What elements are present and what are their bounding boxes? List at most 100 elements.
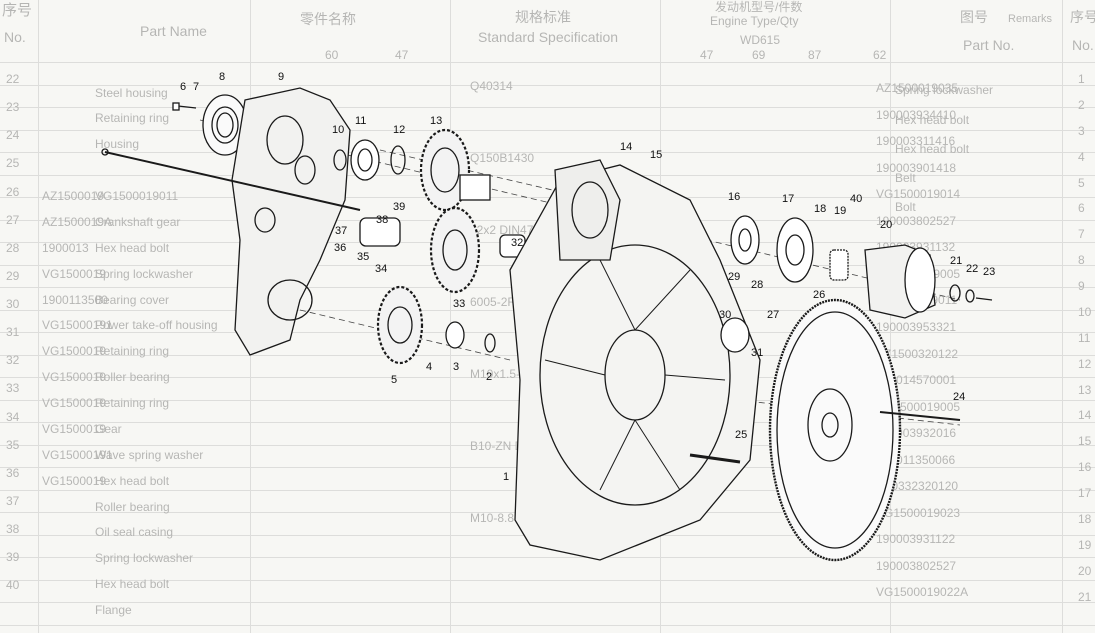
callout-38: 38 xyxy=(376,214,388,226)
part-code: AZ1500019A xyxy=(42,214,113,229)
part-code: VG1500019 xyxy=(42,396,107,410)
part-name-en: Hex head bolt xyxy=(95,473,170,488)
part-code: 1900113500 xyxy=(42,292,108,307)
callout-25: 25 xyxy=(735,429,747,441)
callout-16: 16 xyxy=(728,191,740,203)
header-part-no-en: Part No. xyxy=(963,37,1015,53)
part-name-right: Bolt xyxy=(895,200,916,215)
row-number-left: 22 xyxy=(6,72,20,86)
callout-21: 21 xyxy=(950,255,962,267)
header-col-47: 47 xyxy=(395,48,409,62)
part-name-en: Bearing cover xyxy=(95,292,170,307)
row-number-left: 39 xyxy=(6,550,20,565)
callout-5: 5 xyxy=(391,374,397,386)
callout-30: 30 xyxy=(719,309,731,321)
header-standard-en: Standard Specification xyxy=(478,29,619,45)
header-standard-cn: 规格标准 xyxy=(515,9,571,25)
callout-14: 14 xyxy=(620,141,632,153)
row-number-left: 30 xyxy=(6,297,20,311)
part-name-en: Oil seal casing xyxy=(95,525,174,540)
header-part-name-cn: 零件名称 xyxy=(300,11,356,27)
callout-15: 15 xyxy=(650,149,662,161)
row-number-right: 15 xyxy=(1078,434,1092,449)
row-number-left: 25 xyxy=(6,156,20,171)
part-number: 190003953321 xyxy=(876,319,957,334)
part-name-en: Spring lockwasher xyxy=(95,551,194,566)
header-part-name-en: Part Name xyxy=(140,23,207,39)
standard-spec: Q40314 xyxy=(470,78,513,93)
part-name-en: Hex head bolt xyxy=(95,577,170,592)
callout-2: 2 xyxy=(486,371,492,383)
part-number: 190003311416 xyxy=(876,134,956,149)
callout-10: 10 xyxy=(332,124,344,136)
part-8-seal-plate xyxy=(202,94,248,156)
header-qty-col-4: 47 xyxy=(700,48,714,62)
part-number: VG1500019022A xyxy=(876,585,969,600)
row-number-right: 5 xyxy=(1078,175,1085,190)
row-number-right: 10 xyxy=(1078,304,1092,319)
callout-7: 7 xyxy=(193,81,199,93)
header-part-no-cn: 图号 xyxy=(960,9,988,25)
callout-27: 27 xyxy=(767,309,779,321)
part-code: AZ1500019 xyxy=(42,189,105,203)
part-33-gear xyxy=(429,206,481,294)
callout-39: 39 xyxy=(393,201,405,213)
callout-36: 36 xyxy=(334,242,346,254)
row-number-left: 31 xyxy=(6,325,20,340)
row-number-right: 6 xyxy=(1078,201,1085,216)
part-9-timing-cover xyxy=(231,87,351,356)
row-number-left: 29 xyxy=(6,268,20,283)
callout-24: 24 xyxy=(953,391,965,403)
row-number-right: 20 xyxy=(1078,563,1092,578)
callout-12: 12 xyxy=(393,124,405,136)
part-number: 190003901418 xyxy=(876,160,957,175)
header-seq-cn-right: 序号 xyxy=(1070,9,1095,25)
callout-28: 28 xyxy=(751,279,763,291)
part-name-en: Spring lockwasher xyxy=(95,266,194,281)
standard-spec: 62x2 DIN472 xyxy=(470,222,541,237)
callout-20: 20 xyxy=(880,219,892,231)
header-remarks: Remarks xyxy=(1008,13,1053,25)
part-number: VG1500019014 xyxy=(876,187,961,202)
part-number: 190003931122 xyxy=(876,532,956,547)
table-header: 序号 No. Part Name 零件名称 60 47 规格标准 Standar… xyxy=(0,0,1095,63)
part-code: VG1500019 xyxy=(42,421,107,436)
part-number: AZ0332320120 xyxy=(876,479,959,494)
row-number-left: 38 xyxy=(6,522,20,536)
part-name-en: Flange xyxy=(95,603,132,617)
row-number-right: 21 xyxy=(1078,589,1092,604)
header-col-60: 60 xyxy=(325,48,339,62)
callout-31: 31 xyxy=(751,347,763,359)
part-code: 1900013 xyxy=(42,240,89,255)
header-seq-cn: 序号 xyxy=(2,2,33,19)
part-code: VG15000191 xyxy=(42,318,113,333)
row-number-left: 27 xyxy=(6,212,20,227)
callout-18: 18 xyxy=(814,203,826,215)
row-number-left: 32 xyxy=(6,353,20,368)
row-number-right: 7 xyxy=(1078,227,1085,242)
part-name-right: Hex head bolt xyxy=(895,141,970,156)
part-name-en: VG1500019011 xyxy=(95,189,179,203)
part-name-right: Belt xyxy=(895,171,916,185)
row-number-left: 35 xyxy=(6,437,20,452)
row-number-right: 18 xyxy=(1078,511,1092,526)
header-qty-col-3: 69 xyxy=(752,48,766,62)
header-qty-col-2: 87 xyxy=(808,48,822,62)
part-code: VG1500019 xyxy=(42,370,107,385)
callout-19: 19 xyxy=(834,205,846,217)
part-13-gear xyxy=(419,128,491,212)
callout-37: 37 xyxy=(335,225,347,237)
part-number: 190003802527 xyxy=(876,213,957,228)
part-number: 190003802527 xyxy=(876,558,957,573)
part-number: 190003934410 xyxy=(876,107,957,122)
row-number-left: 28 xyxy=(6,240,20,255)
callout-4: 4 xyxy=(426,361,432,373)
row-number-right: 3 xyxy=(1078,123,1085,138)
part-1-flywheel-housing xyxy=(509,164,761,561)
row-number-right: 2 xyxy=(1078,97,1085,112)
part-name-en: Retaining ring xyxy=(95,344,170,359)
header-seq-en-right: No. xyxy=(1072,37,1094,53)
callout-6: 6 xyxy=(180,81,186,93)
